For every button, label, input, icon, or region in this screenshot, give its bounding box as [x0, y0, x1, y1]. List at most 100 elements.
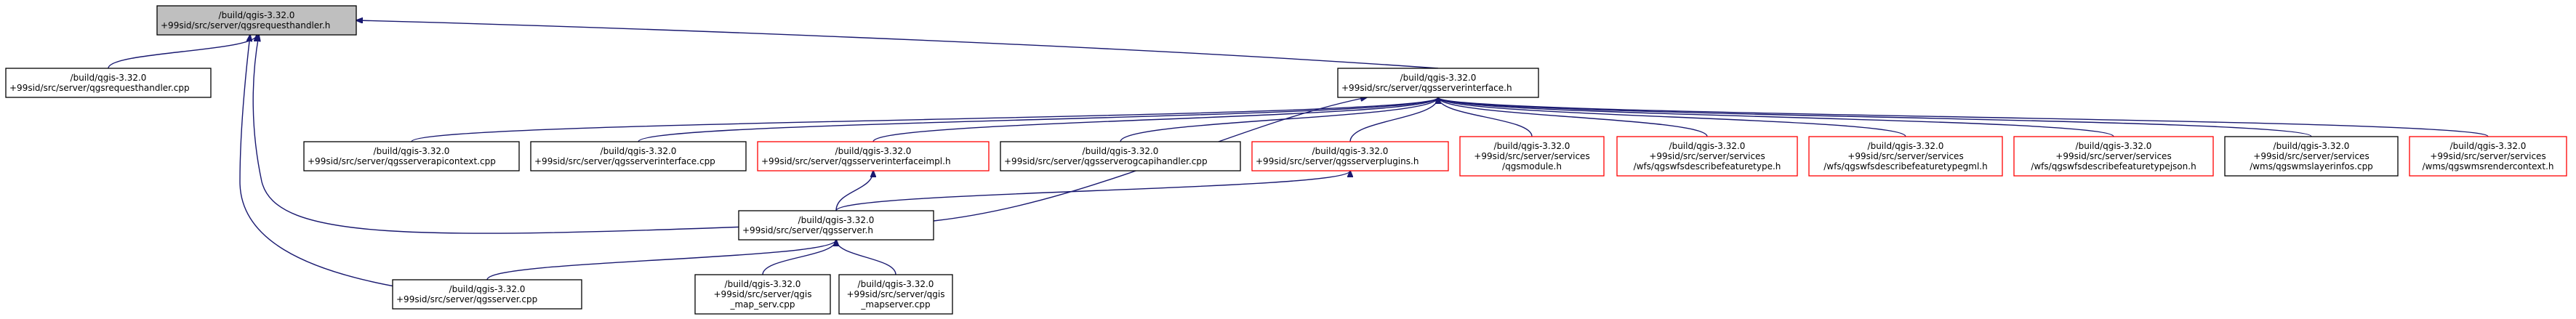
node-label-line: /build/qgis-3.32.0	[2450, 141, 2527, 151]
edge-qgswfsdescribefeaturetype-h-to-qgsserverinterface-h	[1438, 97, 1708, 137]
node-box[interactable]	[5, 68, 212, 98]
node-label-line: +99sid/src/server/qgsrequesthandler.cpp	[9, 83, 190, 93]
node-label-line: +99sid/src/server/qgsserverogcapihandler…	[1004, 156, 1208, 166]
node-label-line: +99sid/src/server/services	[1474, 151, 1589, 161]
node-label-line: /build/qgis-3.32.0	[1494, 141, 1570, 151]
node-label-line: /wms/qgswmsrendercontext.h	[2422, 161, 2553, 171]
node-label-line: /wms/qgswmslayerinfos.cpp	[2250, 161, 2373, 171]
node-label-line: +99sid/src/server/services	[1847, 151, 1963, 161]
node-qgswfsdescribefeaturetypegml-h[interactable]: /build/qgis-3.32.0+99sid/src/server/serv…	[1808, 136, 2003, 177]
edge-qgsserverinterface-cpp-to-qgsserverinterface-h	[638, 97, 1438, 142]
node-qgsserverinterface-h[interactable]: /build/qgis-3.32.0+99sid/src/server/qgss…	[1337, 68, 1539, 98]
edge-qgswfsdescribefeaturetypegml-h-to-qgsserverinterface-h	[1438, 97, 1906, 137]
node-label-line: /qgsmodule.h	[1502, 161, 1562, 171]
node-label-line: /build/qgis-3.32.0	[1868, 141, 1944, 151]
node-qgsrequesthandler-h[interactable]: /build/qgis-3.32.0+99sid/src/server/qgsr…	[156, 5, 357, 36]
edge-qgswmsrendercontext-h-to-qgsserverinterface-h	[1438, 97, 2489, 137]
node-box[interactable]	[757, 141, 990, 171]
node-qgsserverinterfaceimpl-h[interactable]: /build/qgis-3.32.0+99sid/src/server/qgss…	[757, 141, 990, 171]
node-label-line: +99sid/src/server/qgsserverinterface.cpp	[534, 156, 715, 166]
node-label-line: /wfs/qgswfsdescribefeaturetype.h	[1634, 161, 1781, 171]
node-label-line: /build/qgis-3.32.0	[2274, 141, 2350, 151]
node-label-line: +99sid/src/server/qgsserverinterfaceimpl…	[761, 156, 951, 166]
node-box[interactable]	[1000, 141, 1241, 171]
edge-qgsmodule-h-to-qgsserverinterface-h	[1438, 97, 1533, 137]
node-box[interactable]	[1616, 136, 1798, 177]
edge-qgsserver-h-to-qgsserverinterfaceimpl-h	[835, 171, 873, 211]
node-label-line: /build/qgis-3.32.0	[1400, 73, 1477, 83]
node-qgsserverinterface-cpp[interactable]: /build/qgis-3.32.0+99sid/src/server/qgss…	[530, 141, 747, 171]
node-box[interactable]	[530, 141, 747, 171]
edge-qgsserverinterface-h-to-qgsrequesthandler-h	[356, 20, 1439, 69]
node-box[interactable]	[1251, 141, 1449, 171]
edge-qgswmslayerinfos-cpp-to-qgsserverinterface-h	[1438, 97, 2312, 137]
node-label-line: +99sid/src/server/services	[1649, 151, 1765, 161]
node-box[interactable]	[1337, 68, 1539, 98]
node-box[interactable]	[392, 279, 582, 310]
node-box[interactable]	[1459, 136, 1605, 177]
node-label-line: /build/qgis-3.32.0	[1312, 146, 1389, 156]
node-label-line: +99sid/src/server/qgsserverplugins.h	[1256, 156, 1419, 166]
edge-qgswfsdescribefeaturetypejson-h-to-qgsserverinterface-h	[1438, 97, 2114, 137]
edge-qgsserverinterfaceimpl-h-to-qgsserverinterface-h	[872, 97, 1438, 142]
node-qgsserverplugins-h[interactable]: /build/qgis-3.32.0+99sid/src/server/qgss…	[1251, 141, 1449, 171]
node-box[interactable]	[2409, 136, 2567, 177]
node-label-line: +99sid/src/server/services	[2430, 151, 2545, 161]
node-box[interactable]	[838, 274, 953, 315]
edge-qgsserverogcapihandler-cpp-to-qgsserverinterface-h	[1120, 97, 1438, 142]
edge-qgsserver-h-to-qgsserverplugins-h	[835, 171, 1350, 211]
node-label-line: /wfs/qgswfsdescribefeaturetypejson.h	[2031, 161, 2196, 171]
node-qgsrequesthandler-cpp[interactable]: /build/qgis-3.32.0+99sid/src/server/qgsr…	[5, 68, 212, 98]
node-label-line: +99sid/src/server/qgsserver.h	[742, 225, 873, 235]
node-label-line: +99sid/src/server/qgsrequesthandler.h	[161, 20, 330, 31]
edge-qgsserver-h-to-qgsrequesthandler-h	[252, 35, 786, 234]
node-label-line: /build/qgis-3.32.0	[1083, 146, 1159, 156]
node-qgswmsrendercontext-h[interactable]: /build/qgis-3.32.0+99sid/src/server/serv…	[2409, 136, 2567, 177]
node-box[interactable]	[1808, 136, 2003, 177]
node-box[interactable]	[2224, 136, 2399, 177]
node-label-line: +99sid/src/server/qgsserverinterface.h	[1341, 83, 1512, 93]
node-label-line: _map_serv.cpp	[729, 299, 795, 310]
edge-qgsserver-cpp-to-qgsserver-h	[486, 240, 836, 280]
node-qgis-map-serv-cpp[interactable]: /build/qgis-3.32.0+99sid/src/server/qgis…	[694, 274, 831, 315]
node-box[interactable]	[156, 5, 357, 36]
node-qgswmslayerinfos-cpp[interactable]: /build/qgis-3.32.0+99sid/src/server/serv…	[2224, 136, 2399, 177]
node-label-line: /build/qgis-3.32.0	[449, 284, 526, 294]
node-label-line: /build/qgis-3.32.0	[601, 146, 677, 156]
node-layer: /build/qgis-3.32.0+99sid/src/server/qgsr…	[5, 5, 2567, 315]
node-label-line: /build/qgis-3.32.0	[219, 10, 295, 20]
edge-qgsserverapicontext-cpp-to-qgsserverinterface-h	[411, 97, 1438, 142]
node-label-line: +99sid/src/server/qgsserverapicontext.cp…	[308, 156, 496, 166]
edge-qgsserverplugins-h-to-qgsserverinterface-h	[1349, 97, 1438, 142]
node-label-line: _mapserver.cpp	[860, 299, 930, 310]
node-label-line: /build/qgis-3.32.0	[2076, 141, 2152, 151]
node-label-line: /build/qgis-3.32.0	[71, 73, 147, 83]
node-qgsmodule-h[interactable]: /build/qgis-3.32.0+99sid/src/server/serv…	[1459, 136, 1605, 177]
node-label-line: +99sid/src/server/services	[2253, 151, 2369, 161]
node-qgsserverogcapihandler-cpp[interactable]: /build/qgis-3.32.0+99sid/src/server/qgss…	[1000, 141, 1241, 171]
node-label-line: /build/qgis-3.32.0	[725, 279, 801, 289]
node-qgsserverapicontext-cpp[interactable]: /build/qgis-3.32.0+99sid/src/server/qgss…	[303, 141, 520, 171]
node-label-line: +99sid/src/server/qgsserver.cpp	[396, 294, 537, 304]
node-label-line: /wfs/qgswfsdescribefeaturetypegml.h	[1823, 161, 1987, 171]
node-label-line: /build/qgis-3.32.0	[858, 279, 934, 289]
node-qgis-mapserver-cpp[interactable]: /build/qgis-3.32.0+99sid/src/server/qgis…	[838, 274, 953, 315]
node-label-line: /build/qgis-3.32.0	[1669, 141, 1746, 151]
node-box[interactable]	[738, 210, 934, 241]
node-box[interactable]	[2013, 136, 2214, 177]
node-label-line: /build/qgis-3.32.0	[798, 215, 875, 225]
node-qgsserver-cpp[interactable]: /build/qgis-3.32.0+99sid/src/server/qgss…	[392, 279, 582, 310]
node-qgswfsdescribefeaturetypejson-h[interactable]: /build/qgis-3.32.0+99sid/src/server/serv…	[2013, 136, 2214, 177]
node-label-line: /build/qgis-3.32.0	[835, 146, 912, 156]
node-qgswfsdescribefeaturetype-h[interactable]: /build/qgis-3.32.0+99sid/src/server/serv…	[1616, 136, 1798, 177]
edge-qgsserver-cpp-to-qgsrequesthandler-h	[239, 35, 399, 288]
node-label-line: +99sid/src/server/qgis	[714, 289, 812, 299]
edge-qgis-map-serv-cpp-to-qgsserver-h	[762, 240, 836, 275]
node-label-line: +99sid/src/server/services	[2055, 151, 2171, 161]
edge-qgis-mapserver-cpp-to-qgsserver-h	[836, 240, 896, 275]
node-box[interactable]	[303, 141, 520, 171]
node-box[interactable]	[694, 274, 831, 315]
node-label-line: /build/qgis-3.32.0	[374, 146, 450, 156]
node-qgsserver-h[interactable]: /build/qgis-3.32.0+99sid/src/server/qgss…	[738, 210, 934, 241]
